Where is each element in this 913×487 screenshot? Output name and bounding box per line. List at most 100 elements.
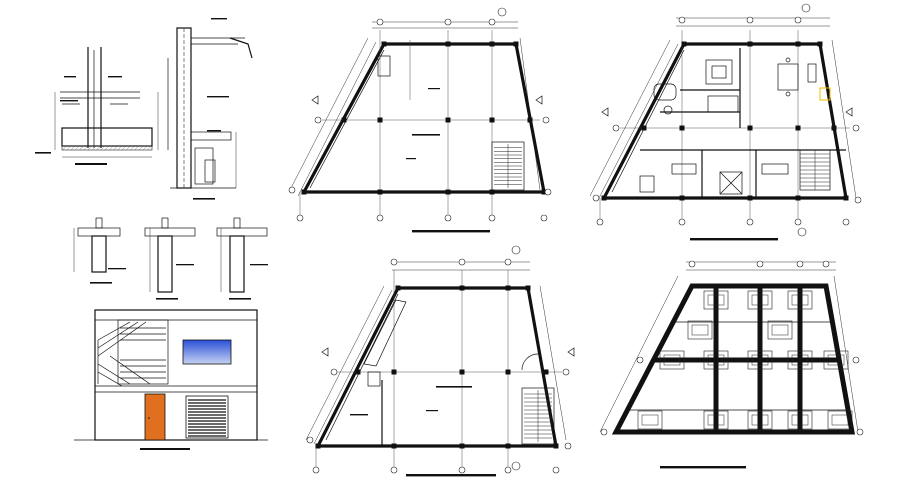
column (489, 41, 495, 47)
grid-bubble (746, 16, 754, 24)
grid-bubble (312, 466, 320, 474)
grid-bubble (596, 218, 604, 226)
column (747, 41, 753, 47)
column (525, 285, 531, 291)
section-markers (497, 3, 811, 471)
footing (827, 410, 853, 430)
column (489, 117, 495, 123)
grid-bubble (544, 188, 552, 196)
grid-bubble (796, 260, 804, 268)
column (391, 369, 397, 375)
grid-bubble (564, 442, 572, 450)
footing-section (35, 47, 159, 165)
foundation-plan (599, 261, 859, 469)
grid-bubble (756, 260, 764, 268)
column (679, 195, 685, 201)
column (377, 117, 383, 123)
column-detail-2 (144, 217, 196, 300)
column (445, 41, 451, 47)
column (513, 41, 519, 47)
grid-bubble (444, 18, 452, 26)
column (795, 195, 801, 201)
column (505, 443, 511, 449)
grid-bubble (636, 356, 644, 364)
front-door (144, 393, 166, 441)
footing (747, 350, 773, 370)
column (831, 125, 837, 131)
grid-bubble (376, 214, 384, 222)
column (541, 189, 547, 195)
grid-bubble (746, 218, 754, 226)
grid-bubble (854, 196, 862, 204)
grid-bubble (390, 258, 398, 266)
grid-bubble (444, 214, 452, 222)
column (445, 189, 451, 195)
grid-bubble (296, 214, 304, 222)
column (489, 189, 495, 195)
grid-bubble (288, 186, 296, 194)
column (505, 369, 511, 375)
footing (703, 410, 729, 430)
footing (747, 290, 773, 310)
ground-floor-plan (289, 21, 547, 233)
column (553, 443, 559, 449)
grid-bubble (390, 466, 398, 474)
column (843, 195, 849, 201)
footing (687, 320, 713, 340)
kitchen-counter (363, 299, 407, 387)
footing (787, 350, 813, 370)
column (301, 189, 307, 195)
column (445, 117, 451, 123)
column-detail-1 (73, 217, 126, 284)
grid-bubble (852, 356, 860, 364)
footing (703, 350, 729, 370)
grid-bubble (458, 466, 466, 474)
grid-bubble (852, 124, 860, 132)
column (505, 285, 511, 291)
column (817, 41, 823, 47)
grid-bubble (552, 466, 560, 474)
grid-axis-bubbles (288, 16, 864, 474)
column (355, 369, 361, 375)
footing (823, 350, 849, 370)
footing (787, 290, 813, 310)
grid-bubble (678, 16, 686, 24)
footing (703, 290, 729, 310)
grid-bubble (612, 124, 620, 132)
first-floor-furnished-plan (589, 17, 857, 241)
column (459, 443, 465, 449)
column-detail-3 (216, 217, 268, 300)
column (391, 443, 397, 449)
stair-ground (491, 141, 525, 191)
column (601, 195, 607, 201)
grid-bubble (794, 16, 802, 24)
column (395, 285, 401, 291)
column (641, 125, 647, 131)
column (315, 443, 321, 449)
grid-bubble (504, 466, 512, 474)
grid-bubble (688, 260, 696, 268)
grid-bubble (542, 116, 550, 124)
column (681, 41, 687, 47)
window-glass (182, 339, 232, 365)
grid-bubble (458, 258, 466, 266)
column (381, 41, 387, 47)
front-elevation (74, 309, 268, 450)
footing (787, 410, 813, 430)
column (747, 125, 753, 131)
grid-bubble (376, 18, 384, 26)
footing (747, 410, 773, 430)
grid-bubble (600, 428, 608, 436)
highlight-item (819, 87, 831, 101)
column (377, 189, 383, 195)
grid-bubble (856, 428, 864, 436)
grid-bubble (504, 258, 512, 266)
grid-bubble (842, 218, 850, 226)
column (795, 41, 801, 47)
footing (767, 320, 793, 340)
column (527, 117, 533, 123)
grid-bubble (314, 116, 322, 124)
column (459, 285, 465, 291)
